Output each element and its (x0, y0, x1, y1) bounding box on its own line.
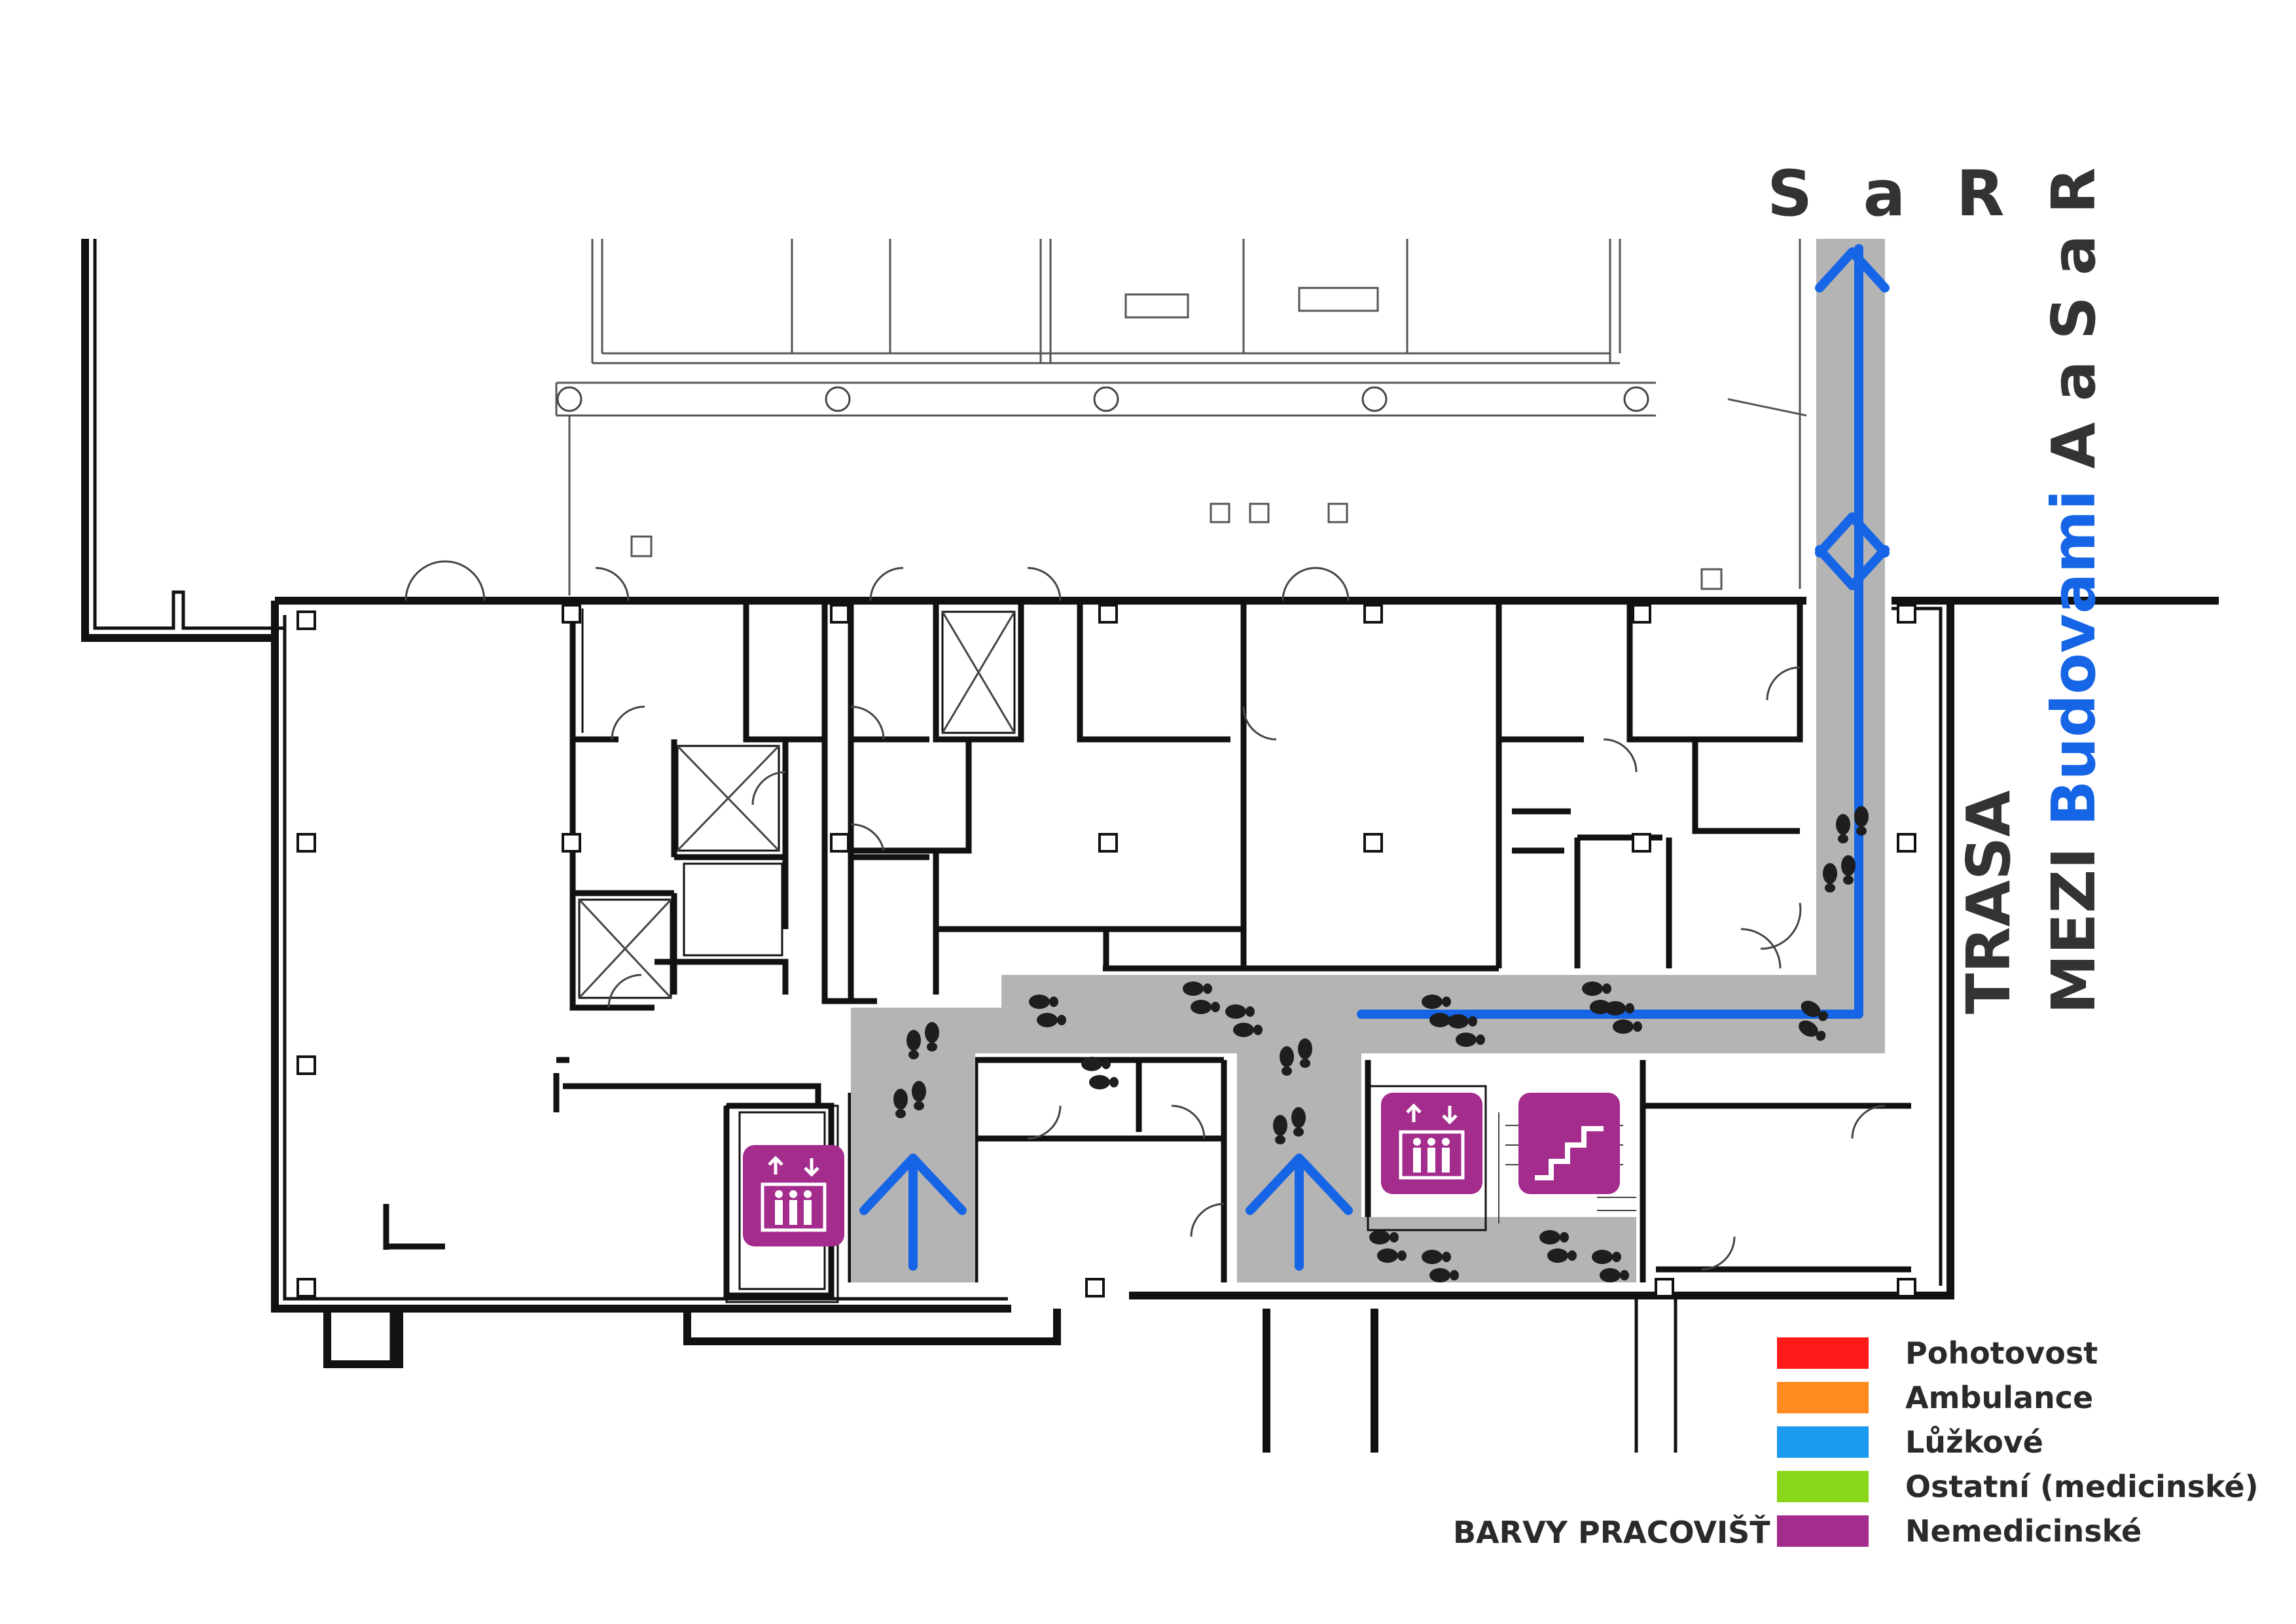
legend-swatch (1777, 1382, 1869, 1413)
upper-columns (556, 386, 1649, 412)
route-title-highlight: Budovami (2039, 489, 2109, 826)
legend-item: Nemedicinské (1777, 1513, 2142, 1549)
legend-title: BARVY PRACOVIŠŤ (1453, 1515, 1770, 1550)
destination-label: S a R (1767, 157, 2019, 230)
legend-label: Pohotovost (1905, 1335, 2098, 1371)
route-line (859, 244, 1890, 1271)
outer-walls-inner (93, 239, 2219, 1453)
interior-walls-inner (578, 609, 1016, 1290)
elevator-icon (725, 1104, 844, 1303)
doors (404, 560, 1886, 1271)
legend-label: Lůžkové (1905, 1424, 2043, 1460)
columns (296, 604, 1916, 1297)
legend-swatch (1777, 1471, 1869, 1502)
route-title-suffix: A a S a R (2039, 167, 2109, 490)
legend-item: Lůžkové (1777, 1424, 2043, 1460)
route-title-prefix: MEZI (2039, 826, 2109, 1014)
legend-item: Ambulance (1777, 1380, 2094, 1415)
route-title-line1: TRASA (1954, 790, 2024, 1014)
legend-swatch (1777, 1337, 1869, 1369)
stairs-icon (1498, 1093, 1636, 1224)
service-shafts (578, 611, 1016, 999)
legend-label: Ambulance (1905, 1380, 2094, 1415)
legend-label: Nemedicinské (1905, 1513, 2142, 1549)
elevator-icon (1367, 1085, 1487, 1231)
legend-item: Ostatní (medicinské) (1777, 1469, 2259, 1504)
legend-swatch (1777, 1426, 1869, 1458)
upper-building-outline (555, 239, 1807, 595)
legend-label: Ostatní (medicinské) (1905, 1469, 2259, 1504)
route-title-line2: MEZI Budovami A a S a R (2039, 168, 2109, 1014)
legend-swatch (1777, 1515, 1869, 1547)
legend-item: Pohotovost (1777, 1335, 2098, 1371)
